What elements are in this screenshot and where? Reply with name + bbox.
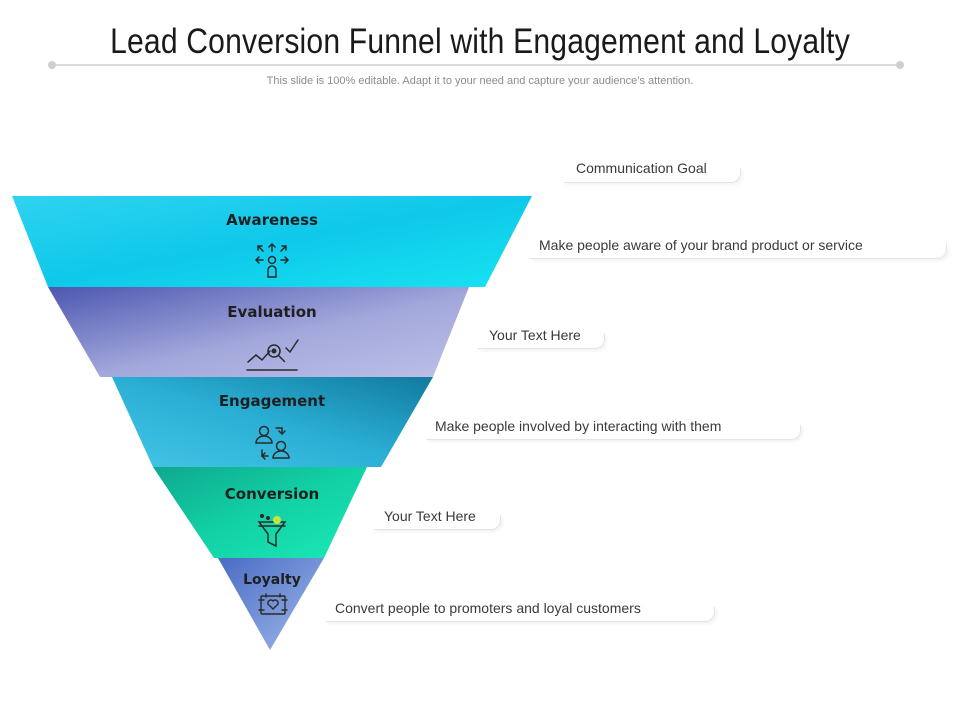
divider-dot-right — [896, 61, 904, 69]
divider-dot-left — [48, 61, 56, 69]
description-underline-conversion — [374, 515, 501, 530]
conversion-icon — [257, 513, 287, 548]
funnel-stage-engagement — [112, 377, 433, 467]
header-underline — [564, 168, 741, 183]
column-header-communication-goal: Communication Goal — [576, 160, 707, 176]
description-underline-evaluation — [478, 334, 605, 349]
funnel-stage-evaluation — [48, 287, 469, 377]
stage-label-engagement: Engagement — [218, 392, 326, 410]
evaluation-icon — [246, 339, 299, 371]
stage-label-awareness: Awareness — [226, 211, 318, 229]
stage-description-evaluation: Your Text Here — [489, 327, 581, 343]
page-title: Lead Conversion Funnel with Engagement a… — [110, 22, 850, 61]
stage-description-loyalty: Convert people to promoters and loyal cu… — [335, 600, 641, 616]
awareness-icon — [254, 242, 290, 278]
stage-label-evaluation: Evaluation — [227, 303, 317, 321]
description-underline-engagement — [426, 425, 801, 440]
funnel-stage-conversion — [153, 467, 367, 558]
description-underline-loyalty — [326, 607, 715, 622]
funnel-stage-loyalty — [218, 558, 324, 650]
engagement-icon — [255, 425, 290, 460]
stage-description-engagement: Make people involved by interacting with… — [435, 418, 722, 434]
stage-label-conversion: Conversion — [224, 485, 320, 503]
title-divider — [52, 64, 900, 66]
funnel-stage-awareness — [12, 196, 532, 287]
stage-description-conversion: Your Text Here — [384, 508, 476, 524]
stage-label-loyalty: Loyalty — [243, 572, 301, 588]
stage-description-awareness: Make people aware of your brand product … — [539, 237, 863, 253]
page-subtitle: This slide is 100% editable. Adapt it to… — [266, 75, 694, 87]
description-underline-awareness — [530, 244, 947, 259]
loyalty-icon — [258, 593, 288, 615]
